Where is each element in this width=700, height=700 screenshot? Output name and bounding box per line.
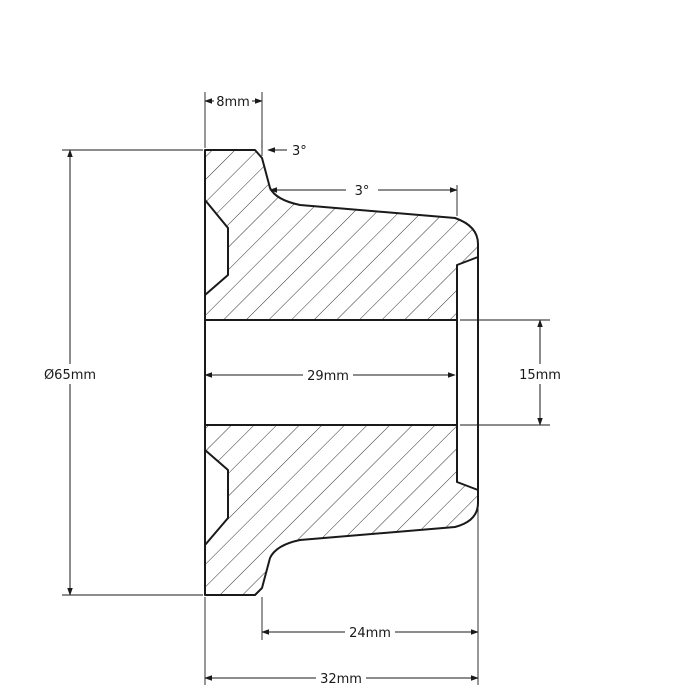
upper-section-hatch	[205, 150, 478, 320]
dim-label-bore-length: 29mm	[307, 369, 349, 384]
counterbore-outline	[456, 256, 479, 491]
lower-section-hatch	[205, 425, 478, 595]
dim-label-outer-diameter: Ø65mm	[44, 368, 96, 383]
dim-label-overall-length: 32mm	[320, 672, 362, 687]
upper-profile-outline	[204, 149, 479, 596]
lower-countersink-outline	[204, 449, 229, 546]
dim-label-bore-diameter: 15mm	[519, 368, 561, 383]
dim-label-taper-angle-2: 3°	[355, 184, 370, 199]
dim-label-flange-width: 8mm	[216, 95, 250, 110]
upper-countersink-outline	[204, 199, 229, 296]
dim-label-taper-angle-1: 3°	[292, 144, 307, 159]
dim-label-body-length: 24mm	[349, 626, 391, 641]
